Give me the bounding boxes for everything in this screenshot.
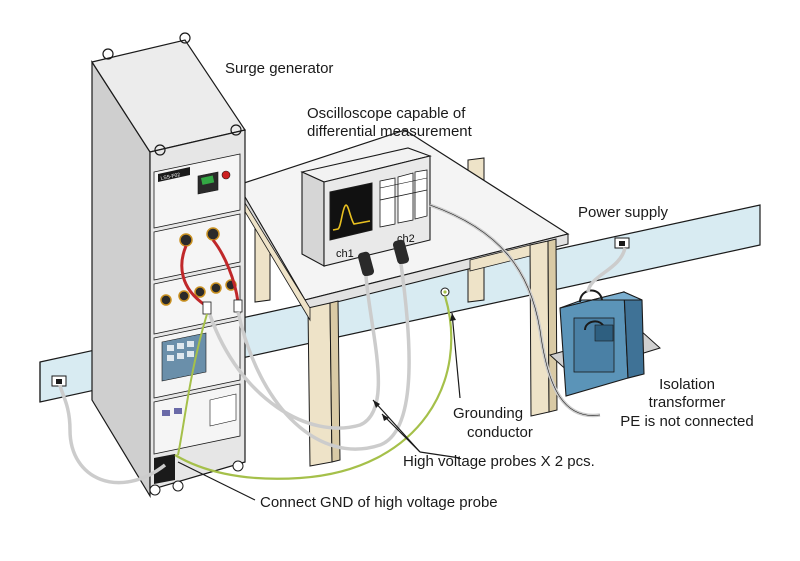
probe-gnd-lead [177, 313, 208, 456]
grounding-conductor [174, 295, 453, 480]
oscilloscope [300, 147, 432, 267]
surge-generator: LSS-F02 [91, 32, 246, 499]
connect-gnd-label: Connect GND of high voltage probe [260, 494, 498, 511]
isolation-label-line1: Isolation [659, 376, 715, 393]
isolation-label-line3: PE is not connected [620, 413, 753, 430]
hv-probe-cable-ch2 [236, 263, 411, 451]
grounding-label-line2: conductor [467, 424, 533, 441]
hv-probes-label: High voltage probes X 2 pcs. [403, 453, 595, 470]
ch1-label: ch1 [336, 248, 354, 260]
generator-power-cable [58, 384, 167, 485]
probe-connector-ch2 [392, 239, 410, 265]
red-lead-left [180, 245, 206, 307]
probe-connector-ch1 [357, 251, 375, 277]
svg-text:LSS-F02: LSS-F02 [160, 172, 181, 182]
isolation-transformer [548, 289, 661, 397]
wall-outlet-right [614, 237, 630, 249]
transformer-power-cable [586, 247, 627, 293]
surge-generator-label: Surge generator [225, 60, 333, 77]
isolation-label-line2: transformer [649, 394, 726, 411]
power-supply-label: Power supply [578, 204, 669, 221]
waveform-trace [332, 204, 371, 231]
oscilloscope-label-line2: differential measurement [307, 123, 473, 140]
grounding-label-line1: Grounding [453, 405, 523, 422]
oscilloscope-label-line1: Oscilloscope capable of [307, 105, 466, 122]
red-lead-right [211, 239, 240, 303]
ground-terminal [440, 287, 450, 297]
leader-lines [177, 312, 461, 501]
oscilloscope-screen [329, 182, 373, 241]
wall-outlet-left [51, 375, 67, 387]
hv-probe-cable-ch1 [208, 275, 381, 430]
